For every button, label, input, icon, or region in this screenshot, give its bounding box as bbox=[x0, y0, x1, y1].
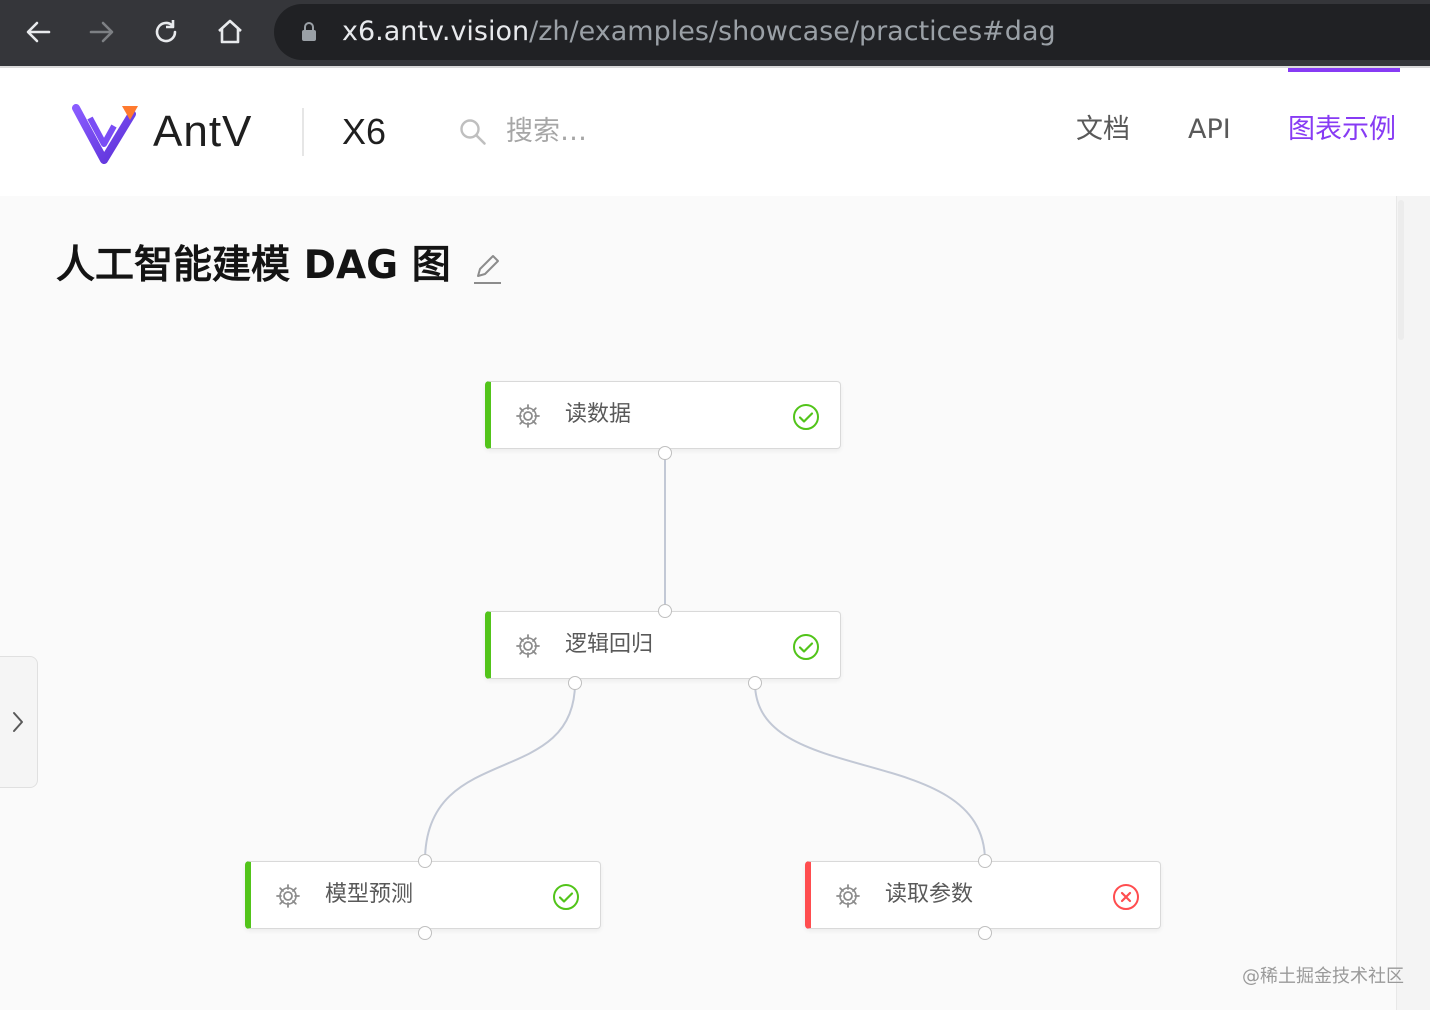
antv-logo-icon[interactable] bbox=[72, 104, 140, 164]
gear-icon bbox=[516, 404, 540, 428]
nav-api[interactable]: API bbox=[1188, 114, 1231, 145]
url-host: x6.antv.vision bbox=[342, 16, 530, 47]
edit-icon[interactable] bbox=[470, 250, 504, 286]
success-check-icon bbox=[793, 404, 819, 430]
address-bar[interactable]: x6.antv.vision/zh/examples/showcase/prac… bbox=[274, 4, 1430, 60]
port-logistic-regression-out-1[interactable] bbox=[568, 676, 582, 690]
success-check-icon bbox=[793, 634, 819, 660]
sidebar-toggle[interactable] bbox=[0, 656, 38, 788]
chevron-right-icon bbox=[13, 712, 23, 732]
header-divider bbox=[302, 108, 304, 156]
watermark: @稀土掘金技术社区 bbox=[1242, 966, 1404, 987]
chrome-divider bbox=[0, 66, 1430, 68]
node-label: 逻辑回归 bbox=[565, 632, 654, 657]
url-text[interactable]: x6.antv.vision/zh/examples/showcase/prac… bbox=[342, 15, 1056, 49]
dag-node-read-params[interactable]: 读取参数 bbox=[805, 861, 1161, 929]
back-button[interactable] bbox=[20, 14, 56, 50]
port-model-predict-in[interactable] bbox=[418, 854, 432, 868]
nav-docs[interactable]: 文档 bbox=[1076, 114, 1130, 145]
product-name[interactable]: X6 bbox=[342, 111, 387, 152]
lock-icon bbox=[302, 22, 316, 41]
home-button[interactable] bbox=[212, 14, 248, 50]
content-area bbox=[0, 196, 1396, 1010]
home-icon bbox=[218, 19, 242, 44]
site-header: AntV X6 文档 API 图表示例 bbox=[0, 68, 1430, 196]
arrow-right-icon bbox=[89, 21, 114, 43]
node-label: 读数据 bbox=[565, 402, 632, 427]
nav-examples[interactable]: 图表示例 bbox=[1288, 114, 1396, 145]
node-label: 模型预测 bbox=[325, 882, 414, 907]
port-logistic-regression-out-2[interactable] bbox=[748, 676, 762, 690]
scrollbar-thumb[interactable] bbox=[1398, 200, 1404, 340]
gear-icon bbox=[516, 634, 540, 658]
error-close-icon bbox=[1113, 884, 1139, 910]
active-nav-indicator bbox=[1288, 68, 1400, 72]
page-title: 人工智能建模 DAG 图 bbox=[56, 243, 451, 288]
search-input[interactable] bbox=[500, 110, 732, 152]
dag-node-read-data[interactable]: 读数据 bbox=[485, 381, 841, 449]
reload-icon bbox=[155, 20, 177, 43]
search-icon bbox=[460, 119, 486, 145]
reload-button[interactable] bbox=[148, 14, 184, 50]
arrow-left-icon bbox=[26, 21, 51, 43]
dag-node-logistic-regression[interactable]: 逻辑回归 bbox=[485, 611, 841, 679]
port-logistic-regression-in[interactable] bbox=[658, 604, 672, 618]
node-label: 读取参数 bbox=[885, 882, 974, 907]
success-check-icon bbox=[553, 884, 579, 910]
port-read-params-out[interactable] bbox=[978, 926, 992, 940]
url-path: /zh/examples/showcase/practices#dag bbox=[529, 16, 1056, 47]
brand-name[interactable]: AntV bbox=[153, 107, 253, 156]
browser-toolbar: x6.antv.vision/zh/examples/showcase/prac… bbox=[0, 0, 1430, 66]
gear-icon bbox=[836, 884, 860, 908]
port-read-data-out[interactable] bbox=[658, 446, 672, 460]
dag-node-model-predict[interactable]: 模型预测 bbox=[245, 861, 601, 929]
gear-icon bbox=[276, 884, 300, 908]
port-model-predict-out[interactable] bbox=[418, 926, 432, 940]
forward-button[interactable] bbox=[84, 14, 120, 50]
port-read-params-in[interactable] bbox=[978, 854, 992, 868]
